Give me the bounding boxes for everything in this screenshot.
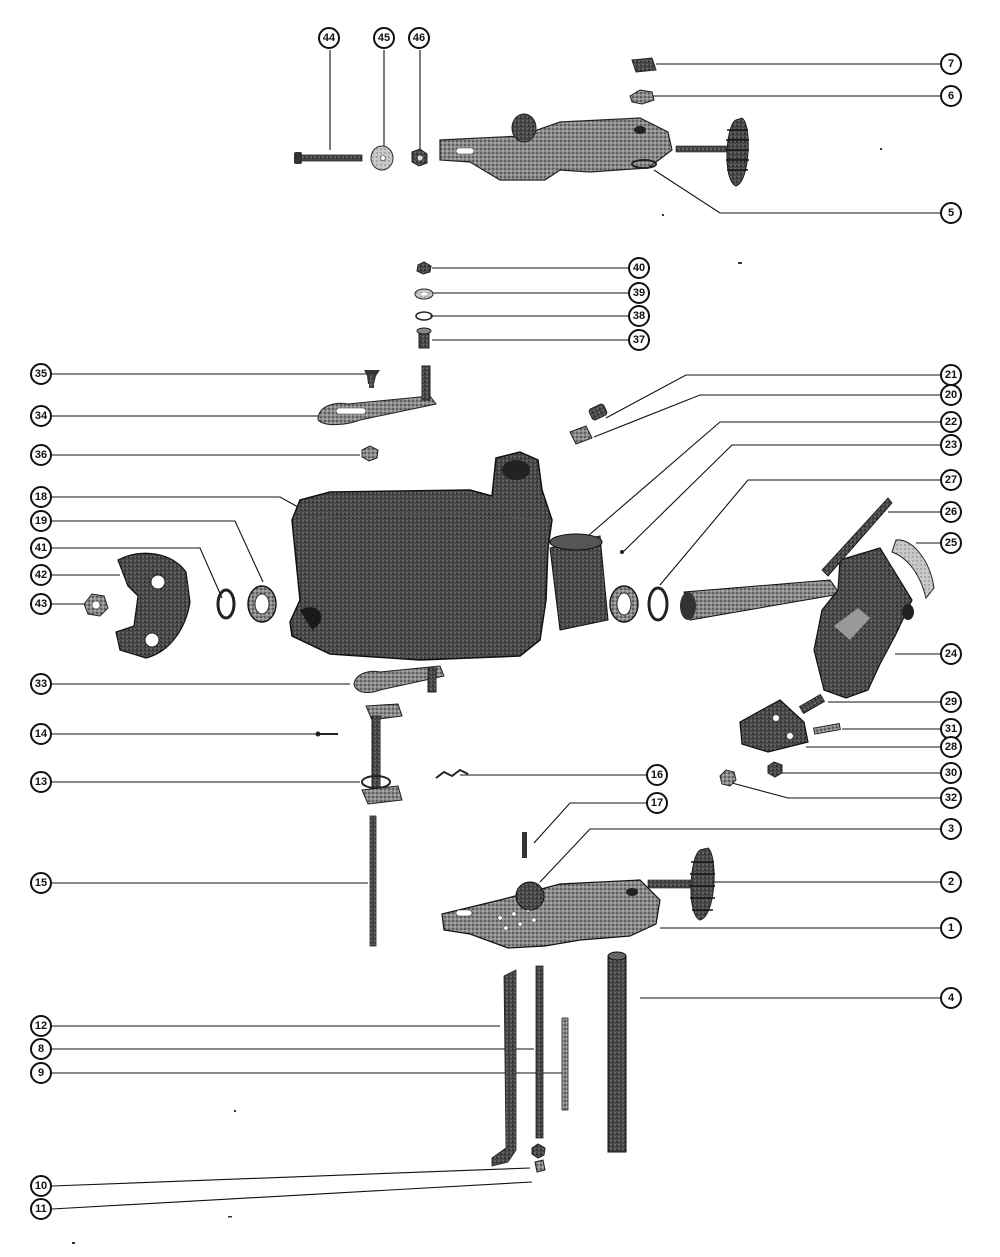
callout-32: 32 [940,787,962,809]
callout-37: 37 [628,329,650,351]
callout-20: 20 [940,384,962,406]
nut-6 [629,89,655,105]
callout-12: 12 [30,1015,52,1037]
callout-15: 15 [30,872,52,894]
clamp-bracket-top [439,113,673,181]
callout-45: 45 [373,27,395,49]
small-parts-upper [317,261,437,462]
callout-28: 28 [940,736,962,758]
callout-13: 13 [30,771,52,793]
nut-46 [411,148,428,167]
clamp-bracket-lower [441,847,715,949]
callout-2: 2 [940,871,962,893]
callout-11: 11 [30,1198,52,1220]
callout-19: 19 [30,510,52,532]
callout-39: 39 [628,282,650,304]
callout-5: 5 [940,202,962,224]
callout-7: 7 [940,53,962,75]
o-ring-5 [631,159,657,169]
callout-18: 18 [30,486,52,508]
callout-14: 14 [30,723,52,745]
callout-29: 29 [940,691,962,713]
bolt-44 [294,152,363,164]
callout-22: 22 [940,411,962,433]
swivel-housing-18 [289,451,553,661]
callout-40: 40 [628,257,650,279]
clamp-screw-top [675,117,749,187]
callout-36: 36 [30,444,52,466]
right-mid-parts [549,403,935,699]
callout-23: 23 [940,434,962,456]
callout-34: 34 [30,405,52,427]
callout-21: 21 [940,364,962,386]
callout-3: 3 [940,818,962,840]
callout-10: 10 [30,1175,52,1197]
callout-17: 17 [646,792,668,814]
callout-44: 44 [318,27,340,49]
callout-27: 27 [940,469,962,491]
callout-41: 41 [30,537,52,559]
washer-45 [370,145,394,171]
cap-7 [631,57,657,73]
callout-16: 16 [646,764,668,786]
callout-33: 33 [30,673,52,695]
callout-26: 26 [940,501,962,523]
callout-46: 46 [408,27,430,49]
callout-8: 8 [30,1038,52,1060]
callout-4: 4 [940,987,962,1009]
leader-lines [51,50,940,1210]
lower-mid-parts [315,665,527,947]
callout-38: 38 [628,305,650,327]
print-specks [72,148,882,1244]
callout-43: 43 [30,593,52,615]
right-lower-parts [719,693,841,787]
left-parts [83,552,277,659]
callout-35: 35 [30,363,52,385]
callout-42: 42 [30,564,52,586]
callout-9: 9 [30,1062,52,1084]
callout-24: 24 [940,643,962,665]
tilt-tube-bracket-24 [680,547,914,699]
bottom-rods [491,951,627,1173]
callout-6: 6 [940,85,962,107]
callout-30: 30 [940,762,962,784]
callout-25: 25 [940,532,962,554]
callout-1: 1 [940,917,962,939]
